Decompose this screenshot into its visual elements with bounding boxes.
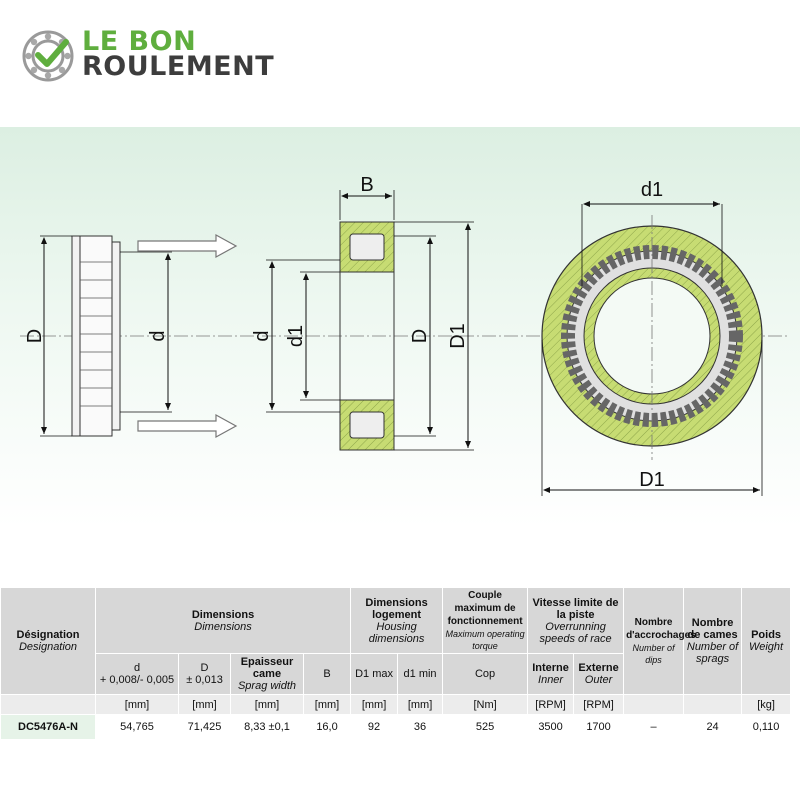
direction-arrows <box>137 233 238 439</box>
section-d1-label: d1 <box>285 325 307 347</box>
side-D-label: D <box>24 329 46 343</box>
header-weight: Poids Weight <box>741 587 792 695</box>
front-d1-label: d1 <box>641 179 663 201</box>
technical-drawing: D d B d d1 D D1 <box>20 174 790 496</box>
side-view <box>40 235 172 437</box>
unit-D1max: [mm] <box>350 694 399 715</box>
header-designation: Désignation Designation <box>0 587 96 695</box>
unit-inner: [RPM] <box>527 694 575 715</box>
side-d-label: d <box>147 330 169 341</box>
cell-outer: 1700 <box>573 714 625 740</box>
header-dimensions: Dimensions Dimensions <box>94 587 352 654</box>
table-row: DC5476A-N 54,765 71,425 8,33 ±0,1 16,0 9… <box>0 714 792 740</box>
unit-B: [mm] <box>302 694 352 715</box>
unit-dips <box>623 694 685 715</box>
section-view <box>266 190 474 451</box>
brand-line1: LE BON <box>82 26 197 57</box>
cell-inner: 3500 <box>527 714 575 740</box>
unit-designation <box>0 694 96 715</box>
section-d-label: d <box>251 330 273 341</box>
cell-d: 54,765 <box>95 714 179 740</box>
subheader-D1max: D1 max <box>350 653 399 695</box>
header-speed: Vitesse limite de la piste Overrunning s… <box>527 587 625 654</box>
header-sprags: Nombre de cames Number of sprags <box>683 587 743 695</box>
subheader-d: d+ 0,008/- 0,005 <box>95 653 179 695</box>
units-row: [mm] [mm] [mm] [mm] [mm] [mm] [Nm] [RPM]… <box>0 694 792 715</box>
cell-d1min: 36 <box>397 714 444 740</box>
unit-outer: [RPM] <box>573 694 625 715</box>
brand-logo: LE BON ROULEMENT <box>22 26 302 86</box>
bearing-check-icon <box>22 30 74 82</box>
cell-dips: – <box>623 714 685 740</box>
cell-cop: 525 <box>442 714 529 740</box>
unit-d: [mm] <box>95 694 179 715</box>
header-torque: Couple maximum de fonctionnement Maximum… <box>442 587 529 654</box>
unit-D: [mm] <box>178 694 231 715</box>
front-D1-label: D1 <box>639 469 665 491</box>
front-view <box>541 201 763 496</box>
unit-d1min: [mm] <box>397 694 444 715</box>
section-D-label: D <box>409 329 431 343</box>
cell-designation: DC5476A-N <box>0 714 96 740</box>
subheader-B: B <box>302 653 352 695</box>
section-B-label: B <box>360 174 373 196</box>
header-dips: Nombre d'accrochages Number of dips <box>623 587 696 695</box>
unit-weight: [kg] <box>741 694 792 715</box>
subheader-cop: Cop <box>442 653 529 695</box>
subheader-d1min: d1 min <box>397 653 444 695</box>
cell-D: 71,425 <box>178 714 231 740</box>
cell-B: 16,0 <box>302 714 352 740</box>
section-D1-label: D1 <box>447 323 469 349</box>
unit-sprags <box>683 694 743 715</box>
unit-cop: [Nm] <box>442 694 529 715</box>
cell-weight: 0,110 <box>741 714 792 740</box>
cell-sprags: 24 <box>683 714 743 740</box>
header-housing: Dimensions logement Housing dimensions <box>350 587 444 654</box>
spec-table: Désignation Designation Dimensions Dimen… <box>0 587 792 740</box>
brand-line2: ROULEMENT <box>82 51 275 82</box>
subheader-D: D± 0,013 <box>178 653 231 695</box>
cell-D1max: 92 <box>350 714 399 740</box>
cell-sprag: 8,33 ±0,1 <box>230 714 304 740</box>
unit-sprag: [mm] <box>230 694 304 715</box>
